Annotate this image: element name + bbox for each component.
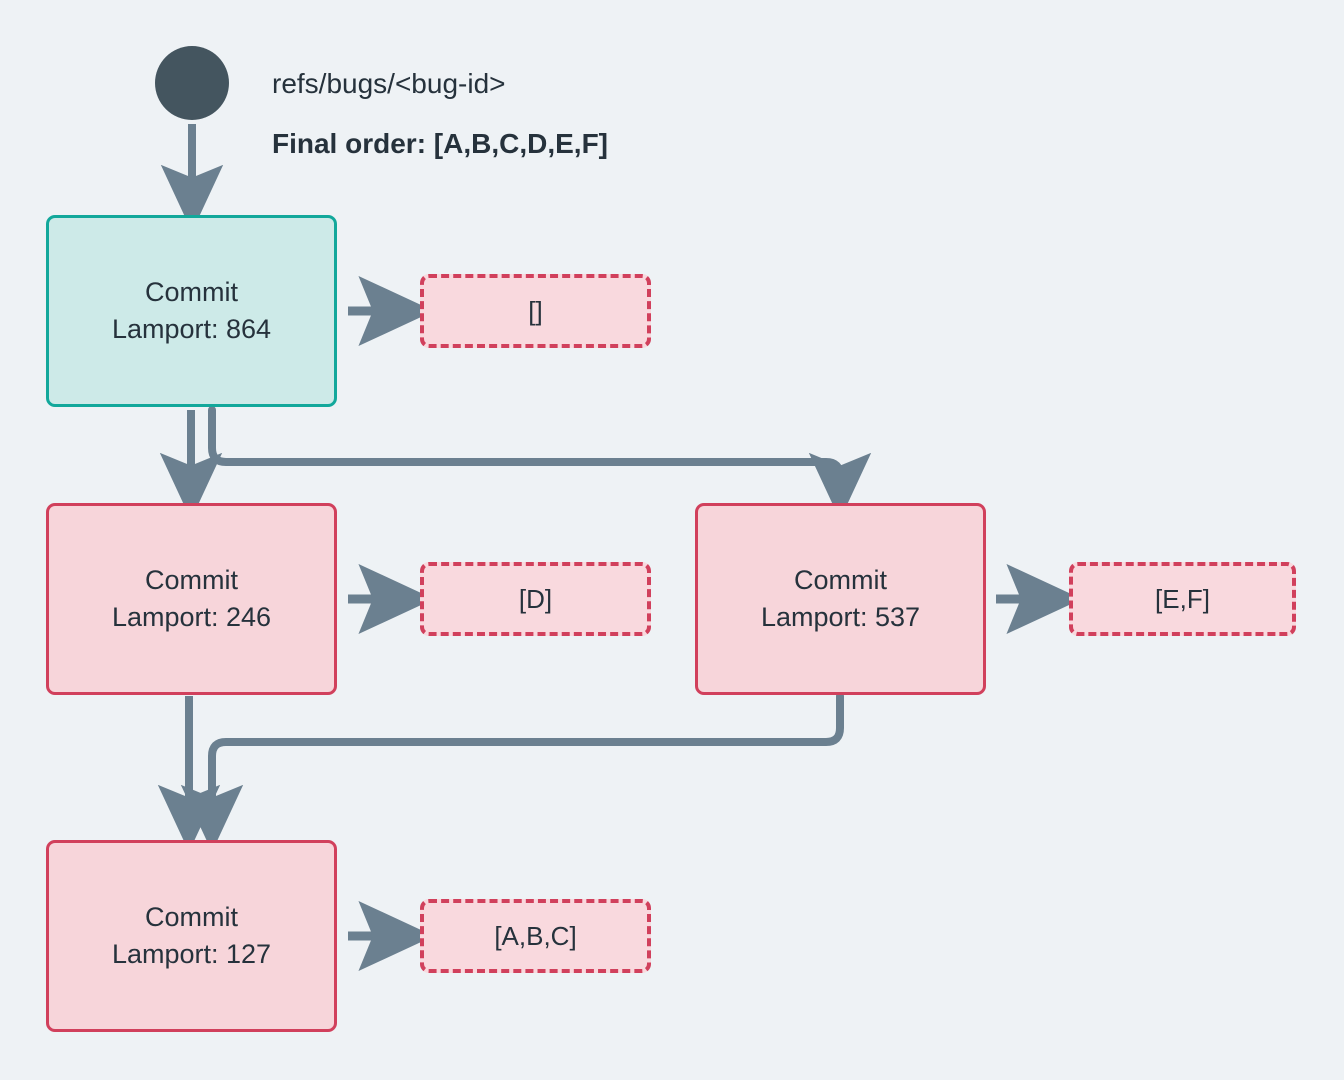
commit-node-864-line2: Lamport: 864	[111, 314, 272, 344]
payload-ef[interactable]: [E,F]	[1069, 562, 1296, 636]
start-dot	[155, 46, 229, 120]
commit-node-246[interactable]: Commit Lamport: 246	[46, 503, 337, 695]
commit-node-246-line2: Lamport: 246	[111, 602, 272, 632]
commit-node-864[interactable]: Commit Lamport: 864	[46, 215, 337, 407]
commit-node-864-line1: Commit	[145, 276, 238, 307]
payload-empty[interactable]: []	[420, 274, 651, 348]
commit-node-127-line2: Lamport: 127	[111, 939, 272, 969]
final-order-label: Final order: [A,B,C,D,E,F]	[272, 128, 608, 159]
commit-node-537-line1: Commit	[794, 564, 887, 595]
edge-537-to-127	[180, 692, 844, 852]
payload-abc-label: [A,B,C]	[494, 920, 577, 951]
payload-d[interactable]: [D]	[420, 562, 651, 636]
ref-label: refs/bugs/<bug-id>	[272, 68, 506, 99]
commit-node-127-line1: Commit	[145, 901, 238, 932]
edge-864-to-537	[208, 406, 872, 520]
payload-d-label: [D]	[518, 583, 553, 614]
commit-node-246-line1: Commit	[145, 564, 238, 595]
payload-abc[interactable]: [A,B,C]	[420, 899, 651, 973]
payload-empty-label: []	[528, 295, 543, 326]
commit-node-537[interactable]: Commit Lamport: 537	[695, 503, 986, 695]
commit-node-127[interactable]: Commit Lamport: 127	[46, 840, 337, 1032]
payload-ef-label: [E,F]	[1155, 583, 1210, 614]
commit-node-537-line2: Lamport: 537	[760, 602, 921, 632]
